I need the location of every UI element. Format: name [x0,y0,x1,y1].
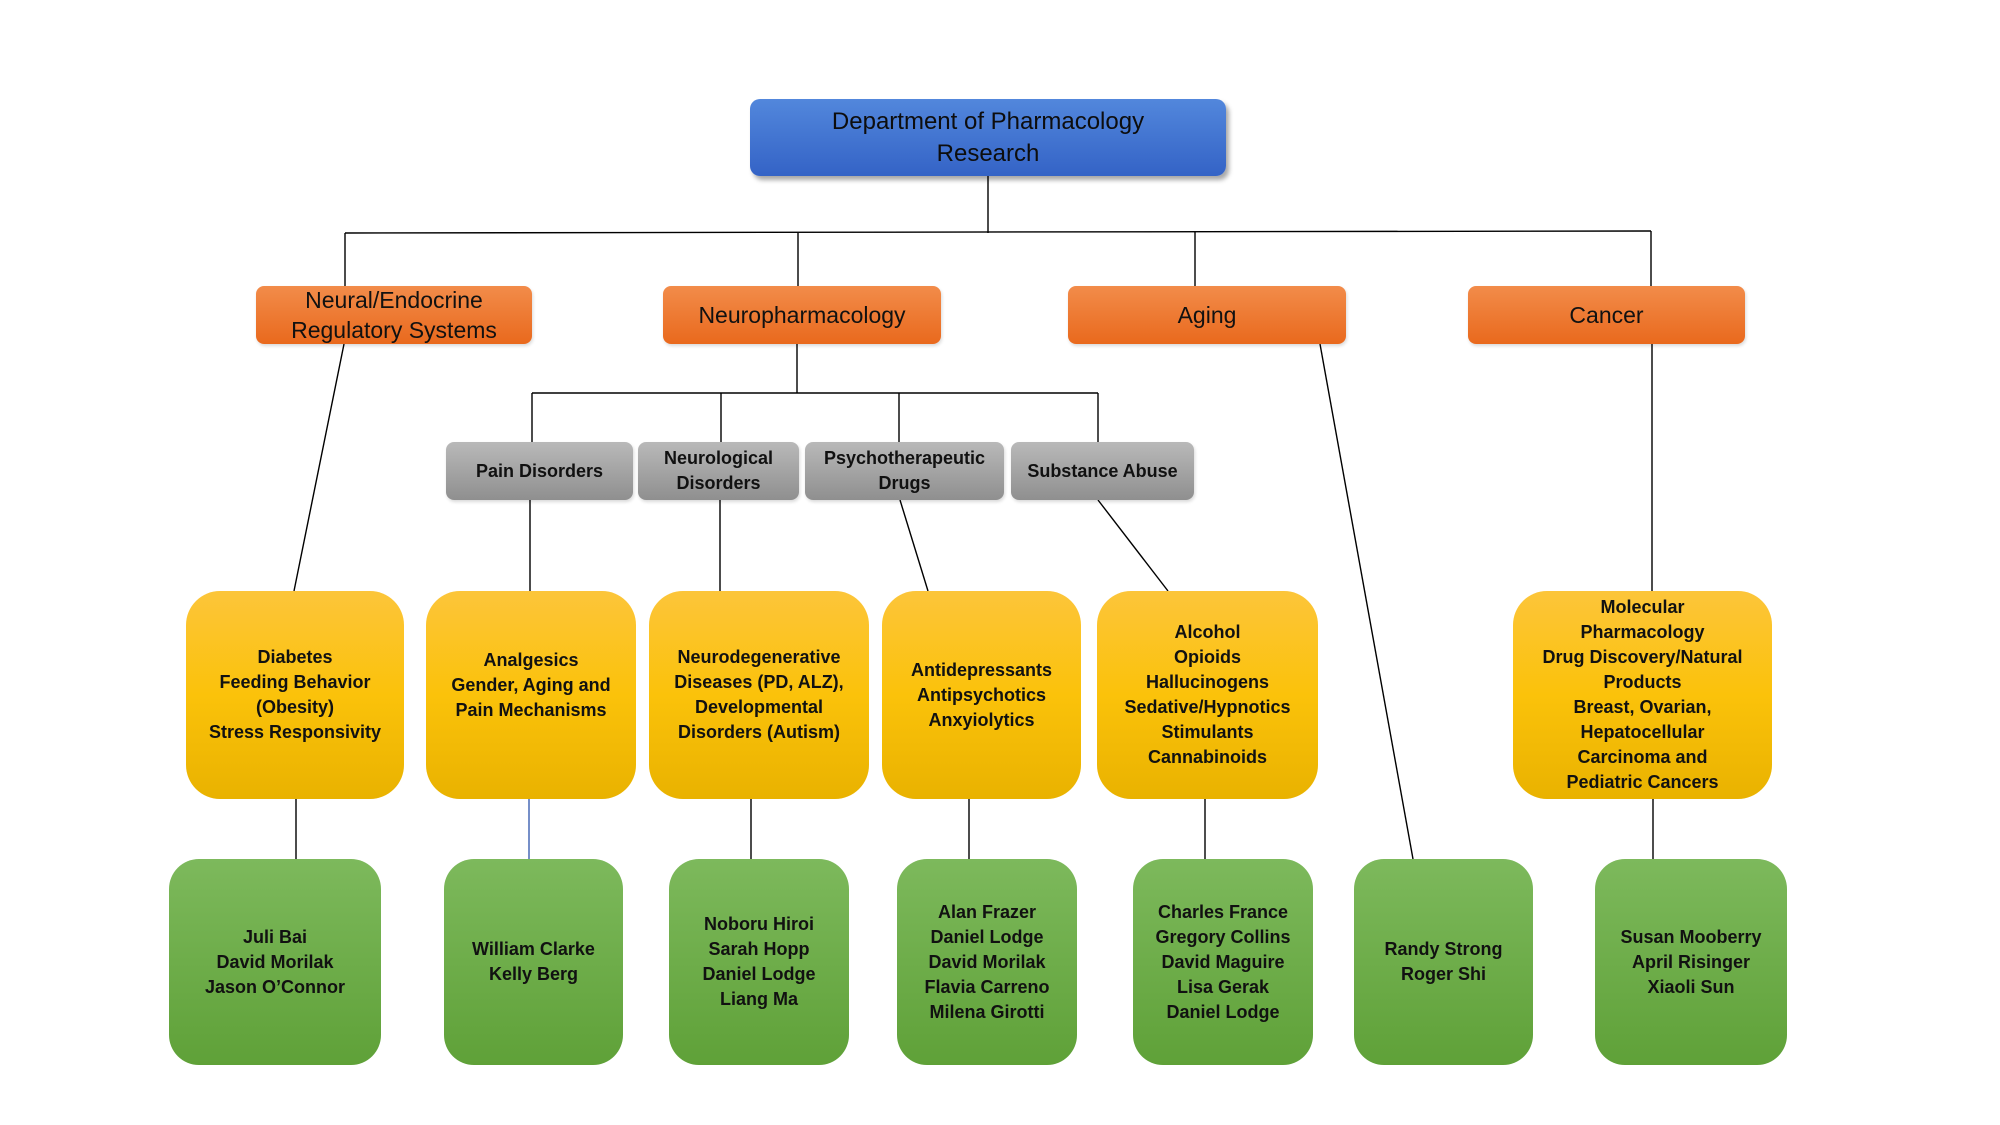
subdivision-line: Pain Disorders [475,460,604,481]
faculty-node-diabetes: Juli Bai David Morilak Jason O’Connor [169,859,381,1065]
subdivision-line: Substance Abuse [1027,460,1178,481]
faculty-node-neurodegenerative: Noboru Hiroi Sarah Hopp Daniel Lodge Lia… [669,859,849,1065]
topic-line: Feeding Behavior [219,672,371,692]
root-node-department: Department of Pharmacology Research [750,99,1226,176]
topic-node-diabetes: Diabetes Feeding Behavior (Obesity) Stre… [186,591,404,799]
division-node-neuropharmacology: Neuropharmacology [663,286,941,344]
faculty-name: Gregory Collins [1155,926,1291,947]
faculty-name: Juli Bai [242,926,307,947]
connector-psycho-antidep [899,499,929,592]
faculty-node-aging: Randy Strong Roger Shi [1354,859,1533,1065]
faculty-name: Alan Frazer [937,901,1037,922]
subdivision-line: Drugs [878,473,931,493]
faculty-name: Milena Girotti [929,1001,1045,1022]
faculty-name: David Morilak [928,951,1046,972]
faculty-name: Sarah Hopp [708,939,810,959]
topic-line: Stress Responsivity [208,722,382,742]
connector-top-bus [344,230,1652,234]
division-node-cancer: Cancer [1468,286,1745,344]
topic-line: Antipsychotics [916,685,1046,705]
topic-line: (Obesity) [255,697,334,717]
faculty-name: David Morilak [216,951,334,972]
topic-line: Carcinoma and [1577,747,1708,767]
topic-line: Diabetes [257,647,333,667]
topic-line: Cannabinoids [1147,747,1267,767]
faculty-name: David Maguire [1161,951,1285,972]
topic-line: Hepatocellular [1580,722,1705,742]
subdivision-line: Neurological [663,448,774,468]
faculty-name: Daniel Lodge [702,964,816,984]
topic-line: Products [1603,672,1682,692]
faculty-node-antidepressants: Alan Frazer Daniel Lodge David Morilak F… [897,859,1077,1065]
faculty-node-substances: Charles France Gregory Collins David Mag… [1133,859,1313,1065]
topic-line: Disorders (Autism) [677,722,840,742]
subdivision-line: Disorders [676,473,761,493]
faculty-name: Daniel Lodge [1166,1001,1280,1022]
faculty-name: Noboru Hiroi [703,914,814,934]
faculty-name: Randy Strong [1384,939,1503,959]
root-line: Department of Pharmacology [831,107,1145,135]
topic-line: Diseases (PD, ALZ), [674,672,844,692]
topic-line: Sedative/Hypnotics [1124,697,1291,717]
topic-line: Analgesics [483,650,579,670]
division-node-aging: Aging [1068,286,1346,344]
topic-line: Hallucinogens [1145,672,1270,692]
division-line: Aging [1177,302,1237,328]
topic-node-substances: Alcohol Opioids Hallucinogens Sedative/H… [1097,591,1318,799]
division-line: Cancer [1569,302,1644,328]
topic-line: Neurodegenerative [677,647,841,667]
faculty-name: Kelly Berg [488,964,579,984]
subdivision-node-neurological-disorders: Neurological Disorders [638,442,799,500]
faculty-node-analgesics: William Clarke Kelly Berg [444,859,623,1065]
faculty-name: Liang Ma [719,989,798,1009]
topic-node-analgesics: Analgesics Gender, Aging and Pain Mechan… [426,591,636,799]
topic-line: Pharmacology [1580,622,1705,642]
subdivision-node-pain-disorders: Pain Disorders [446,442,633,500]
faculty-name: Daniel Lodge [930,926,1044,947]
subdivision-node-substance-abuse: Substance Abuse [1011,442,1194,500]
topic-line: Alcohol [1174,622,1241,642]
faculty-name: Charles France [1157,901,1289,922]
topic-line: Gender, Aging and [451,675,611,695]
topic-line: Drug Discovery/Natural [1542,647,1743,667]
root-line: Research [936,139,1040,167]
topic-node-neurodegenerative: Neurodegenerative Diseases (PD, ALZ), De… [649,591,869,799]
division-line: Neuropharmacology [698,302,906,328]
topic-line: Breast, Ovarian, [1573,697,1712,717]
connector-aging-faculty [1319,343,1414,860]
subdivision-line: Psychotherapeutic [823,448,986,468]
topic-line: Pain Mechanisms [455,700,607,720]
topic-node-antidepressants: Antidepressants Antipsychotics Anxyiolyt… [882,591,1081,799]
topic-line: Stimulants [1161,722,1254,742]
topic-line: Developmental [694,697,824,717]
connector-substance-alcohol [1097,499,1169,592]
faculty-name: William Clarke [472,939,595,959]
faculty-name: Roger Shi [1400,964,1486,984]
topic-line: Molecular [1600,597,1685,617]
faculty-name: Lisa Gerak [1176,976,1270,997]
division-line: Neural/Endocrine [305,287,483,313]
faculty-name: Flavia Carreno [924,976,1050,997]
division-line: Regulatory Systems [291,317,497,343]
topic-line: Anxyiolytics [928,710,1035,730]
division-node-neural-endocrine: Neural/Endocrine Regulatory Systems [256,286,532,344]
faculty-name: Susan Mooberry [1620,926,1762,947]
topic-line: Pediatric Cancers [1566,772,1719,792]
faculty-name: April Risinger [1631,951,1751,972]
faculty-node-molecular: Susan Mooberry April Risinger Xiaoli Sun [1595,859,1787,1065]
faculty-name: Xiaoli Sun [1647,976,1735,997]
subdivision-node-psychotherapeutic-drugs: Psychotherapeutic Drugs [805,442,1004,500]
connector-neural-diabetes [293,343,345,592]
topic-line: Antidepressants [910,660,1053,680]
faculty-name: Jason O’Connor [204,976,345,997]
topic-node-molecular-pharmacology: Molecular Pharmacology Drug Discovery/Na… [1513,591,1772,799]
topic-line: Opioids [1174,647,1241,667]
